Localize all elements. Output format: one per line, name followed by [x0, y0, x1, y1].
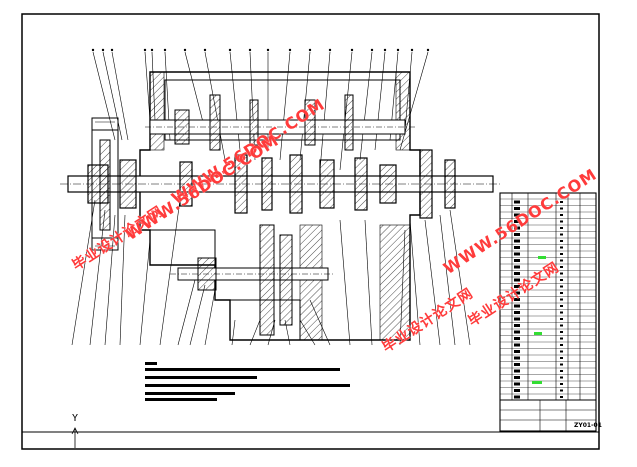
parts-row-mark	[514, 226, 520, 230]
parts-row-mark	[514, 324, 520, 327]
parts-row-qty	[560, 259, 563, 262]
parts-row-mark	[514, 291, 520, 295]
parts-row-mark	[514, 265, 520, 269]
parts-row-mark	[514, 337, 520, 340]
parts-row-qty	[560, 272, 563, 275]
parts-row-qty	[560, 311, 563, 314]
parts-row-mark	[514, 252, 520, 256]
parts-row-qty	[560, 318, 563, 320]
main-shaft	[60, 149, 500, 219]
parts-row-mark	[514, 395, 520, 399]
parts-list-rows	[500, 198, 596, 395]
input-pulley	[91, 117, 119, 251]
parts-row-mark	[514, 207, 520, 210]
parts-row-qty	[560, 396, 563, 398]
parts-list-marks	[514, 200, 563, 399]
parts-row-qty	[560, 233, 563, 236]
parts-row-mark	[514, 278, 520, 282]
parts-row-mark	[514, 350, 520, 353]
parts-row-qty	[560, 370, 563, 372]
parts-row-qty	[560, 266, 563, 268]
parts-row-mark	[514, 220, 520, 223]
parts-row-qty	[560, 253, 563, 255]
parts-row-qty	[560, 207, 563, 210]
parts-row-mark	[514, 259, 520, 262]
parts-row-mark	[514, 343, 520, 347]
parts-row-qty	[560, 363, 563, 366]
parts-row-mark	[514, 311, 520, 314]
parts-row-qty	[560, 285, 563, 288]
drawing-number: ZY01-01	[574, 422, 602, 429]
outer-frame	[21, 13, 600, 450]
parts-row-mark	[514, 298, 520, 301]
parts-row-qty	[560, 246, 563, 249]
top-callout-dots	[91, 48, 430, 52]
parts-row-mark	[514, 317, 520, 321]
parts-row-qty	[560, 220, 563, 223]
parts-row-qty	[560, 201, 563, 203]
parts-row-qty	[560, 324, 563, 327]
parts-row-qty	[560, 376, 563, 379]
parts-row-qty	[560, 389, 563, 392]
parts-row-qty	[560, 331, 563, 333]
parts-row-mark	[514, 382, 520, 386]
parts-row-mark	[514, 304, 520, 308]
parts-row-mark	[514, 285, 520, 288]
parts-row-qty	[560, 383, 563, 385]
parts-row-qty	[560, 240, 563, 242]
parts-row-mark	[514, 330, 520, 334]
parts-row-mark	[514, 200, 520, 204]
y-axis-label: Y	[72, 413, 79, 424]
parts-row-qty	[560, 214, 563, 216]
parts-row-qty	[560, 292, 563, 294]
parts-row-mark	[514, 272, 520, 275]
parts-row-mark	[514, 213, 520, 217]
parts-row-mark	[514, 376, 520, 379]
parts-row-mark	[514, 246, 520, 249]
parts-row-mark	[514, 239, 520, 243]
parts-row-mark	[514, 233, 520, 236]
bottom-callouts	[71, 199, 471, 346]
parts-row-mark	[514, 389, 520, 392]
parts-row-qty	[560, 298, 563, 301]
parts-row-qty	[560, 357, 563, 359]
parts-list-highlights	[532, 256, 546, 384]
parts-row-mark	[514, 356, 520, 360]
parts-row-qty	[560, 337, 563, 340]
parts-row-qty	[560, 279, 563, 281]
parts-row-mark	[514, 369, 520, 373]
parts-row-qty	[560, 350, 563, 353]
parts-row-qty	[560, 227, 563, 229]
upper-shaft	[145, 94, 415, 151]
parts-row-qty	[560, 344, 563, 346]
y-axis-indicator	[71, 427, 79, 448]
technical-notes	[145, 362, 350, 401]
lower-shaft	[170, 224, 335, 336]
parts-row-mark	[514, 363, 520, 366]
parts-row-qty	[560, 305, 563, 307]
